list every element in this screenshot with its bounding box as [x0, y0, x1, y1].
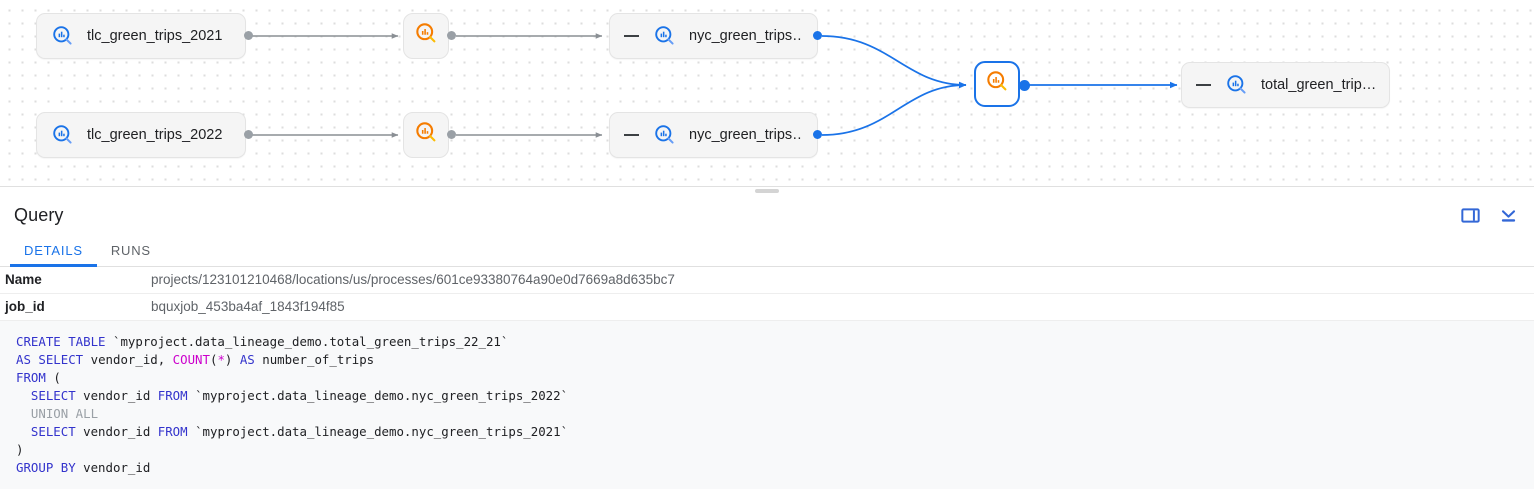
detail-value: projects/123101210468/locations/us/proce…: [151, 272, 675, 287]
lineage-edges: [249, 33, 1178, 138]
process-output-port[interactable]: [447, 130, 456, 139]
bigquery-process-icon: [985, 69, 1010, 99]
detail-value: bquxjob_453ba4af_1843f194f85: [151, 299, 345, 314]
drag-handle[interactable]: [755, 189, 779, 193]
bigquery-process-icon: [414, 120, 439, 150]
lineage-node-nyc-green-trips-2021[interactable]: nyc_green_trips…: [609, 13, 818, 59]
panel-tabs: DETAILS RUNS: [0, 235, 1534, 267]
node-output-port[interactable]: [813, 130, 822, 139]
lineage-node-tlc-green-trips-2021[interactable]: tlc_green_trips_2021: [36, 13, 246, 59]
process-output-port[interactable]: [447, 31, 456, 40]
sql-code-block[interactable]: CREATE TABLE `myproject.data_lineage_dem…: [0, 321, 1534, 489]
collapse-panel-icon[interactable]: [1496, 203, 1520, 227]
lineage-process-node-2[interactable]: [403, 112, 449, 158]
panel-resize-divider[interactable]: [0, 186, 1534, 195]
bigquery-table-icon: [51, 24, 75, 48]
node-output-port[interactable]: [244, 31, 253, 40]
bigquery-table-icon: [1225, 73, 1249, 97]
detail-key: Name: [5, 272, 42, 287]
collapse-toggle-icon[interactable]: [624, 134, 639, 136]
process-output-port[interactable]: [1019, 80, 1030, 91]
bigquery-table-icon: [653, 123, 677, 147]
collapse-toggle-icon[interactable]: [1196, 84, 1211, 86]
lineage-process-node-selected[interactable]: [974, 61, 1020, 107]
sql-code: CREATE TABLE `myproject.data_lineage_dem…: [16, 334, 569, 475]
bigquery-table-icon: [653, 24, 677, 48]
details-table: Name projects/123101210468/locations/us/…: [0, 267, 1534, 321]
bigquery-process-icon: [414, 21, 439, 51]
lineage-node-label: total_green_trip…: [1261, 77, 1375, 93]
table-row: job_id bquxjob_453ba4af_1843f194f85: [0, 294, 1534, 321]
lineage-canvas[interactable]: tlc_green_trips_2021 tlc_green_trips_202…: [0, 0, 1534, 186]
collapse-toggle-icon[interactable]: [624, 35, 639, 37]
lineage-node-tlc-green-trips-2022[interactable]: tlc_green_trips_2022: [36, 112, 246, 158]
table-row: Name projects/123101210468/locations/us/…: [0, 267, 1534, 294]
node-output-port[interactable]: [244, 130, 253, 139]
side-panel-icon[interactable]: [1458, 203, 1482, 227]
lineage-node-label: tlc_green_trips_2022: [87, 127, 223, 143]
lineage-node-nyc-green-trips-2022[interactable]: nyc_green_trips…: [609, 112, 818, 158]
node-output-port[interactable]: [813, 31, 822, 40]
lineage-node-label: nyc_green_trips…: [689, 28, 803, 44]
tab-runs[interactable]: RUNS: [110, 243, 151, 258]
detail-key: job_id: [5, 299, 45, 314]
lineage-process-node-1[interactable]: [403, 13, 449, 59]
lineage-node-total-green-trips[interactable]: total_green_trip…: [1181, 62, 1390, 108]
lineage-node-label: nyc_green_trips…: [689, 127, 803, 143]
query-panel-header: Query: [0, 195, 1534, 235]
page-title: Query: [14, 204, 64, 225]
panel-actions: [1458, 203, 1520, 227]
lineage-node-label: tlc_green_trips_2021: [87, 28, 223, 44]
bigquery-table-icon: [51, 123, 75, 147]
tab-details[interactable]: DETAILS: [10, 235, 97, 267]
